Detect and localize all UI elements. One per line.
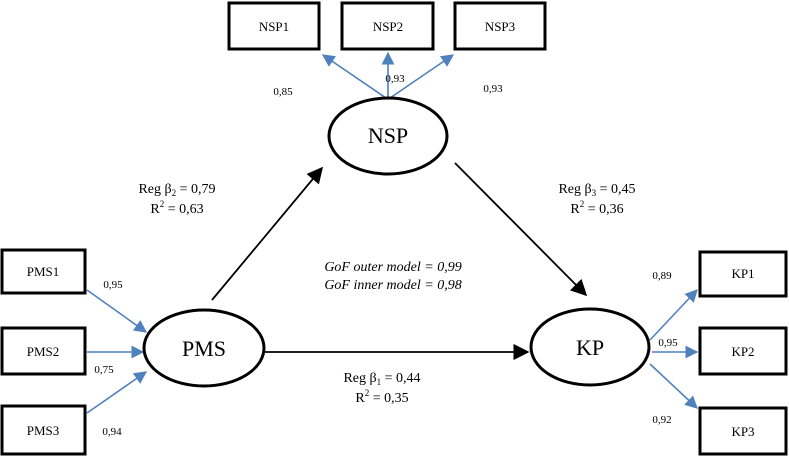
load-arrow-pms3 [86, 371, 148, 414]
path-nsp-kp-arrow [454, 162, 588, 297]
indicator-kp2: KP2 [698, 326, 788, 376]
load-arrow-nsp3 [389, 54, 455, 99]
indicator-nsp1: NSP1 [227, 1, 321, 51]
stats-pms-kp: Reg β1 = 0,44 R2 = 0,35 [343, 371, 420, 406]
path-pms-nsp-arrow [211, 166, 324, 301]
svg-text:R2 = 0,63: R2 = 0,63 [150, 199, 203, 217]
indicator-pms1: PMS1 [0, 248, 87, 295]
latent-pms: PMS [142, 308, 266, 388]
gof-inner: GoF inner model = 0,98 [324, 278, 461, 293]
svg-text:KP3: KP3 [731, 424, 754, 439]
svg-text:NSP1: NSP1 [259, 19, 289, 34]
svg-text:KP2: KP2 [731, 344, 754, 359]
loading-nsp2: 0,93 [385, 73, 405, 85]
svg-text:KP1: KP1 [731, 266, 754, 281]
svg-text:PMS1: PMS1 [27, 264, 60, 279]
loading-nsp3: 0,93 [483, 83, 503, 95]
svg-text:Reg β1 = 0,44: Reg β1 = 0,44 [343, 371, 420, 387]
loading-kp2: 0,95 [658, 337, 678, 349]
indicator-kp1: KP1 [698, 250, 788, 298]
svg-text:NSP2: NSP2 [373, 19, 403, 34]
indicator-pms3: PMS3 [0, 404, 87, 456]
svg-text:PMS3: PMS3 [27, 423, 60, 438]
indicator-pms2: PMS2 [0, 326, 87, 376]
loading-pms1: 0,95 [103, 279, 123, 291]
indicator-nsp2: NSP2 [340, 1, 435, 51]
latent-nsp: NSP [327, 96, 449, 176]
svg-text:NSP: NSP [368, 123, 408, 148]
latent-kp: KP [529, 307, 651, 387]
loading-pms3: 0,94 [102, 426, 122, 438]
svg-text:R2 = 0,36: R2 = 0,36 [570, 199, 623, 217]
svg-text:Reg β3 = 0,45: Reg β3 = 0,45 [558, 182, 635, 198]
loading-pms2: 0,75 [94, 364, 114, 376]
svg-text:Reg β2 = 0,79: Reg β2 = 0,79 [138, 182, 215, 198]
indicator-nsp3: NSP3 [453, 1, 547, 51]
svg-text:PMS2: PMS2 [27, 344, 60, 359]
svg-text:PMS: PMS [182, 336, 226, 361]
stats-nsp-kp: Reg β3 = 0,45 R2 = 0,36 [558, 182, 635, 217]
svg-text:NSP3: NSP3 [485, 19, 515, 34]
svg-text:R2 = 0,35: R2 = 0,35 [355, 388, 408, 406]
load-arrow-kp1 [649, 289, 698, 341]
load-arrow-pms1 [86, 289, 148, 333]
stats-pms-nsp: Reg β2 = 0,79 R2 = 0,63 [138, 182, 215, 217]
load-arrow-kp3 [649, 363, 698, 409]
loading-nsp1: 0,85 [273, 86, 293, 98]
loading-kp1: 0,89 [652, 270, 672, 282]
loading-kp3: 0,92 [652, 414, 671, 426]
load-arrow-nsp1 [321, 54, 387, 99]
gof-outer: GoF outer model = 0,99 [324, 260, 461, 275]
svg-text:KP: KP [576, 335, 604, 360]
indicator-kp3: KP3 [698, 406, 788, 456]
